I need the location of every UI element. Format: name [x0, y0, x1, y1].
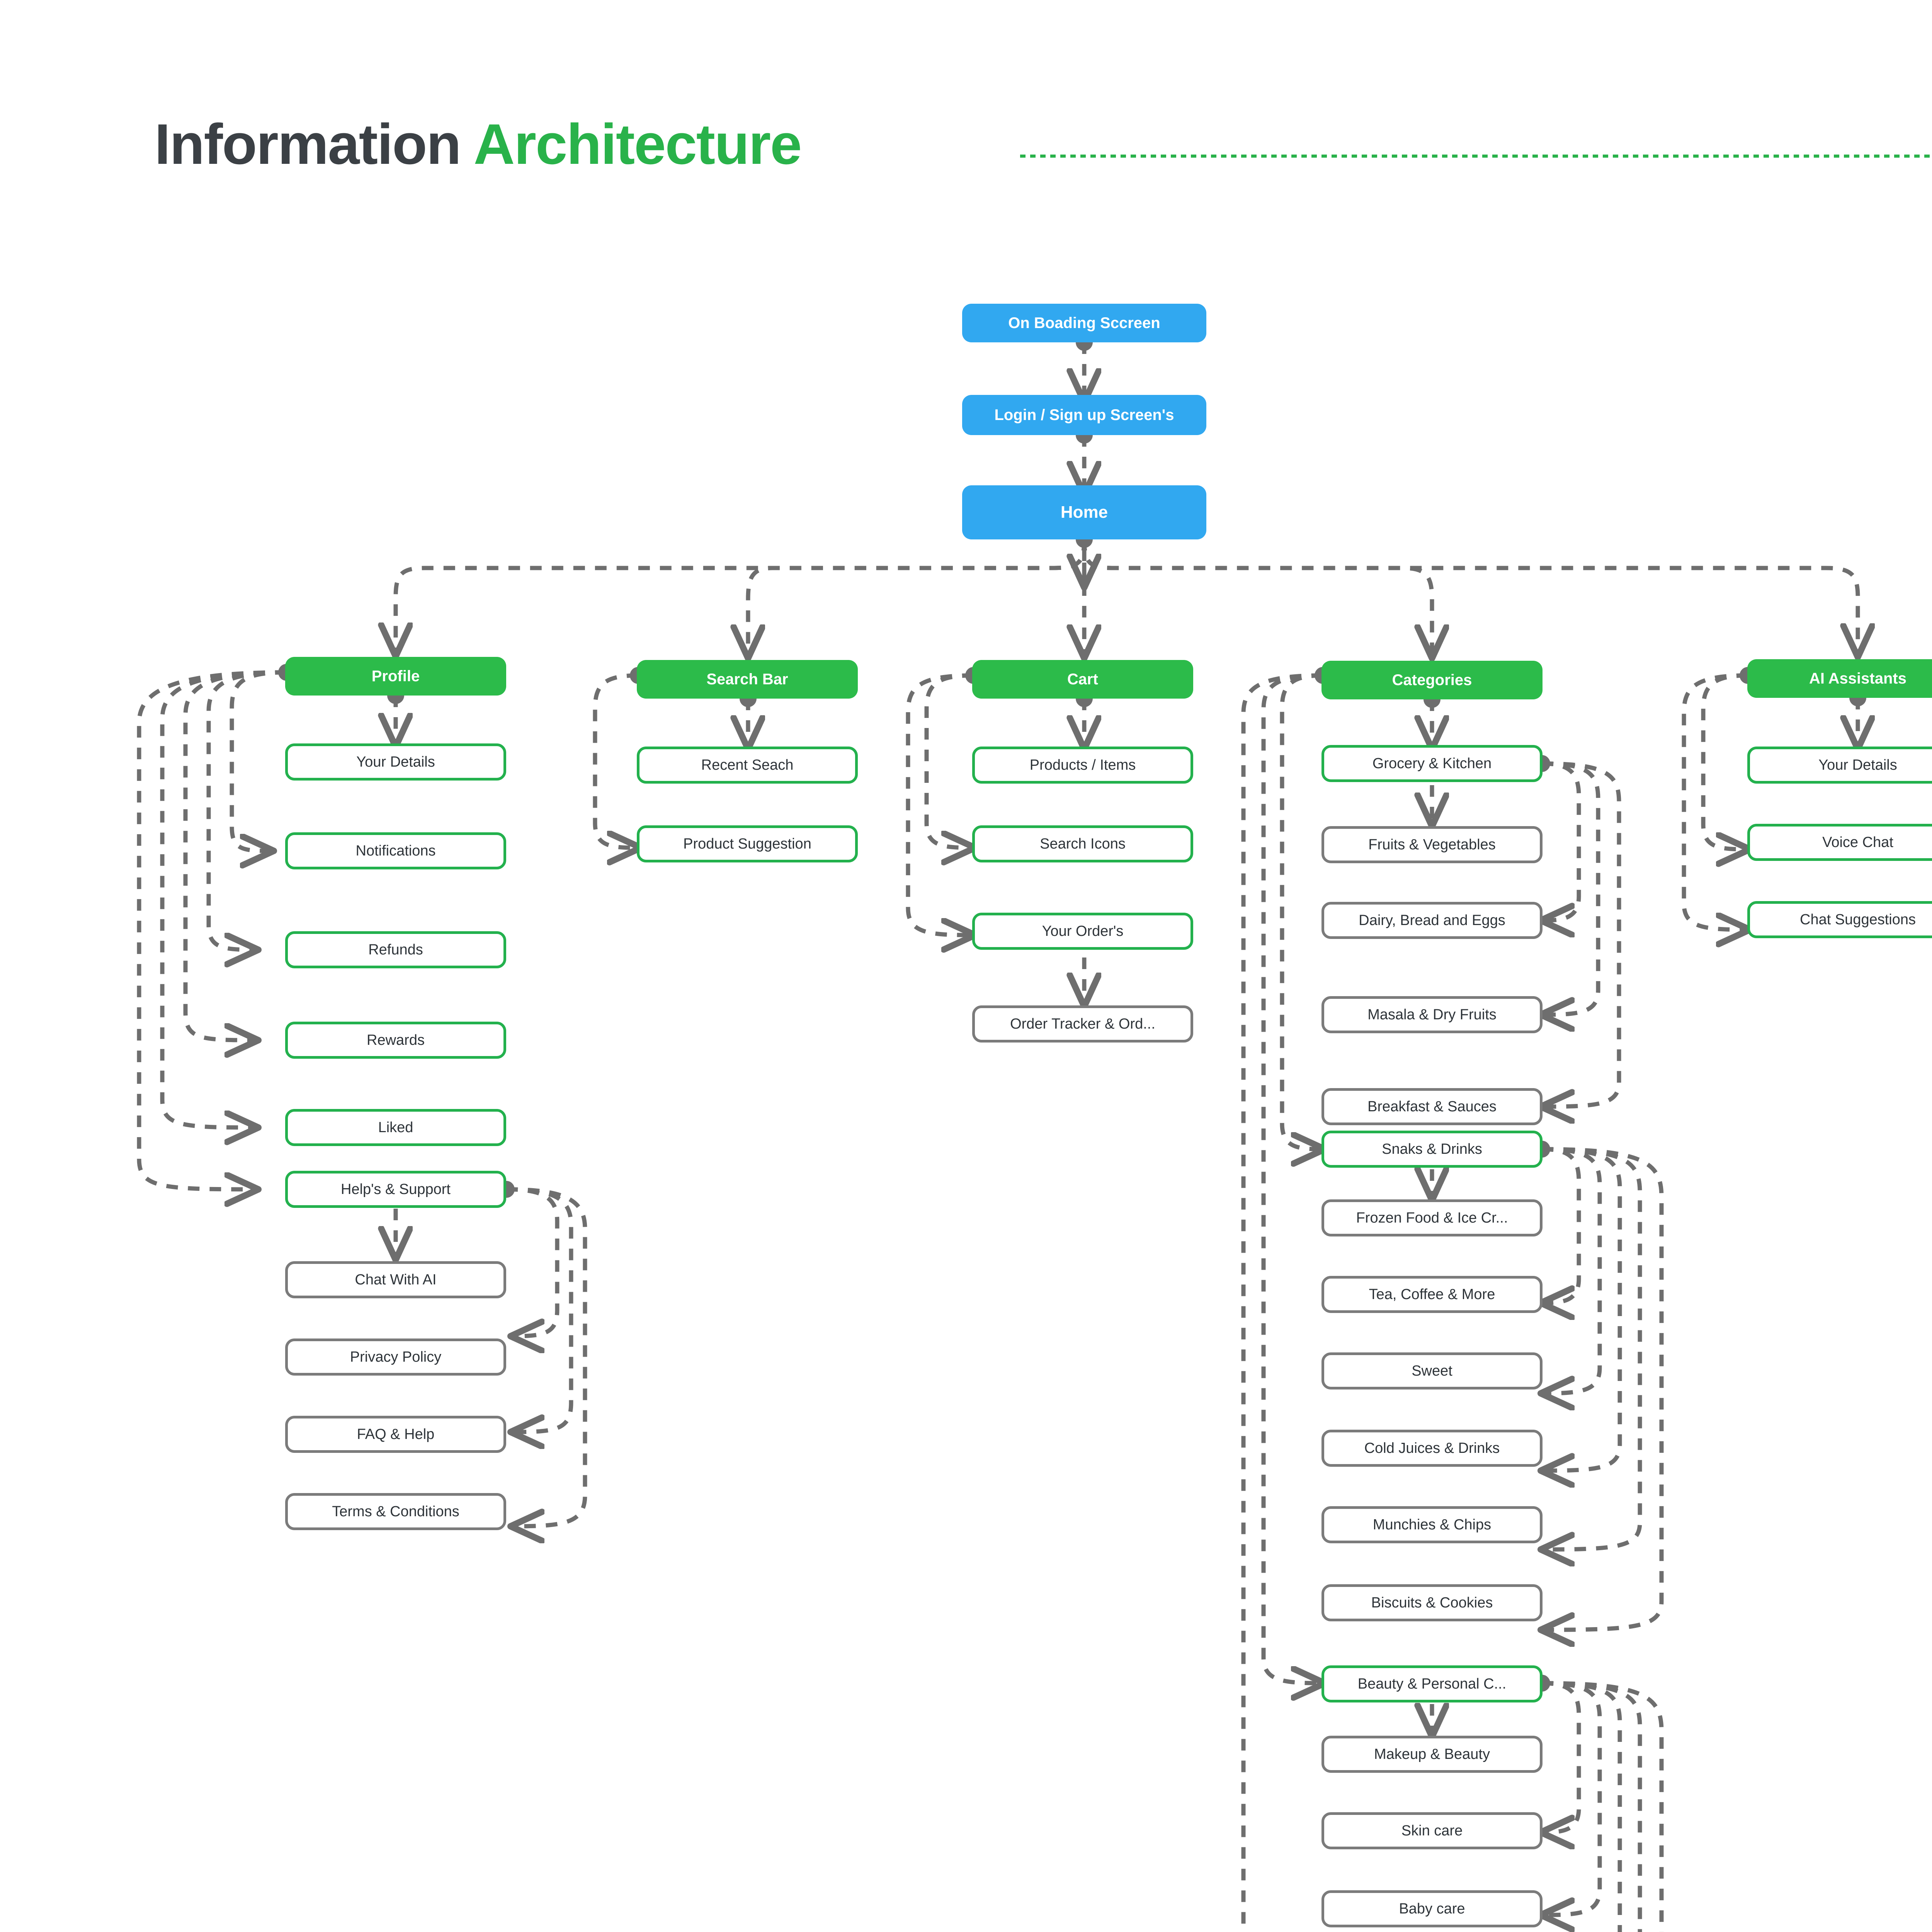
node-label: Help's & Support	[341, 1181, 451, 1197]
node-label: Cart	[1067, 670, 1099, 688]
node-ai-your-details[interactable]: Your Details	[1747, 747, 1932, 784]
node-profile-your-details[interactable]: Your Details	[285, 743, 506, 781]
node-profile-liked[interactable]: Liked	[285, 1109, 506, 1146]
node-makeup-and-beauty[interactable]: Makeup & Beauty	[1321, 1736, 1543, 1773]
node-label: Login / Sign up Screen's	[994, 406, 1174, 423]
node-label: Masala & Dry Fruits	[1367, 1006, 1497, 1023]
node-beauty-and-personal-care[interactable]: Beauty & Personal C...	[1321, 1665, 1543, 1702]
page-title-part2: Architecture	[473, 112, 802, 176]
node-label: FAQ & Help	[357, 1426, 435, 1442]
node-on-boarding-screen[interactable]: On Boading Sccreen	[962, 304, 1206, 342]
node-ai-assistants[interactable]: AI Assistants	[1747, 659, 1932, 698]
node-frozen-food-and-ice-cream[interactable]: Frozen Food & Ice Cr...	[1321, 1199, 1543, 1236]
node-categories[interactable]: Categories	[1321, 661, 1543, 699]
node-label: Product Suggestion	[683, 835, 811, 852]
node-chat-suggestions[interactable]: Chat Suggestions	[1747, 901, 1932, 938]
node-home[interactable]: Home	[962, 485, 1206, 539]
node-label: Liked	[378, 1119, 413, 1136]
page-title-part1: Information	[155, 112, 474, 176]
node-breakfast-and-sauces[interactable]: Breakfast & Sauces	[1321, 1088, 1543, 1125]
node-label: Snaks & Drinks	[1382, 1141, 1482, 1157]
node-biscuits-and-cookies[interactable]: Biscuits & Cookies	[1321, 1584, 1543, 1621]
node-fruits-and-vegetables[interactable]: Fruits & Vegetables	[1321, 826, 1543, 863]
node-label: Beauty & Personal C...	[1357, 1675, 1507, 1692]
node-label: Categories	[1392, 671, 1472, 689]
node-sweet[interactable]: Sweet	[1321, 1352, 1543, 1389]
node-label: Dairy, Bread and Eggs	[1359, 912, 1505, 929]
node-dairy-bread-and-eggs[interactable]: Dairy, Bread and Eggs	[1321, 902, 1543, 939]
node-label: On Boading Sccreen	[1008, 314, 1160, 332]
title-dashed-rule	[1020, 155, 1932, 158]
node-profile-helps-and-support[interactable]: Help's & Support	[285, 1171, 506, 1208]
node-munchies-and-chips[interactable]: Munchies & Chips	[1321, 1506, 1543, 1543]
node-chat-with-ai[interactable]: Chat With AI	[285, 1261, 506, 1298]
node-recent-search[interactable]: Recent Seach	[637, 747, 858, 784]
node-label: Cold Juices & Drinks	[1364, 1440, 1500, 1456]
node-label: Your Details	[1818, 757, 1897, 773]
node-label: Products / Items	[1029, 757, 1136, 773]
node-label: Munchies & Chips	[1372, 1516, 1492, 1533]
node-order-tracker[interactable]: Order Tracker & Ord...	[972, 1005, 1193, 1043]
node-label: Skin care	[1401, 1822, 1463, 1839]
node-label: Sweet	[1412, 1362, 1452, 1379]
node-profile-refunds[interactable]: Refunds	[285, 931, 506, 968]
node-label: Privacy Policy	[350, 1349, 442, 1365]
node-grocery-and-kitchen[interactable]: Grocery & Kitchen	[1321, 745, 1543, 782]
node-label: Your Details	[356, 753, 435, 770]
node-search-icons[interactable]: Search Icons	[972, 825, 1193, 862]
node-label: Frozen Food & Ice Cr...	[1356, 1209, 1508, 1226]
node-cold-juices-and-drinks[interactable]: Cold Juices & Drinks	[1321, 1430, 1543, 1467]
node-search-bar[interactable]: Search Bar	[637, 660, 858, 699]
node-label: Makeup & Beauty	[1374, 1746, 1490, 1762]
node-label: Recent Seach	[701, 757, 794, 773]
node-label: Your Order's	[1042, 923, 1124, 939]
node-label: Order Tracker & Ord...	[1010, 1015, 1155, 1032]
node-faq-and-help[interactable]: FAQ & Help	[285, 1416, 506, 1453]
node-skin-care[interactable]: Skin care	[1321, 1812, 1543, 1849]
node-profile[interactable]: Profile	[285, 657, 506, 696]
node-label: Biscuits & Cookies	[1371, 1594, 1493, 1611]
node-label: Search Bar	[706, 670, 788, 688]
node-label: Breakfast & Sauces	[1367, 1098, 1497, 1115]
node-label: Terms & Conditions	[332, 1503, 459, 1520]
node-masala-and-dry-fruits[interactable]: Masala & Dry Fruits	[1321, 996, 1543, 1033]
node-profile-rewards[interactable]: Rewards	[285, 1022, 506, 1059]
node-terms-and-conditions[interactable]: Terms & Conditions	[285, 1493, 506, 1530]
node-label: Fruits & Vegetables	[1368, 836, 1496, 853]
node-label: Chat Suggestions	[1800, 911, 1916, 928]
page-title: Information Architecture	[155, 116, 802, 173]
node-products-items[interactable]: Products / Items	[972, 747, 1193, 784]
node-label: Tea, Coffee & More	[1369, 1286, 1495, 1303]
node-label: Chat With AI	[355, 1271, 437, 1288]
node-label: Refunds	[368, 941, 423, 958]
node-voice-chat[interactable]: Voice Chat	[1747, 824, 1932, 861]
node-label: Grocery & Kitchen	[1372, 755, 1492, 772]
node-label: Profile	[371, 667, 420, 685]
node-privacy-policy[interactable]: Privacy Policy	[285, 1338, 506, 1376]
node-label: Notifications	[355, 842, 436, 859]
node-your-orders[interactable]: Your Order's	[972, 913, 1193, 950]
node-label: Search Icons	[1040, 835, 1126, 852]
node-login-signup-screens[interactable]: Login / Sign up Screen's	[962, 395, 1206, 435]
node-profile-notifications[interactable]: Notifications	[285, 832, 506, 869]
node-label: Voice Chat	[1822, 834, 1893, 850]
node-label: Baby care	[1399, 1900, 1465, 1917]
node-tea-coffee-and-more[interactable]: Tea, Coffee & More	[1321, 1276, 1543, 1313]
node-baby-care[interactable]: Baby care	[1321, 1890, 1543, 1927]
node-label: AI Assistants	[1809, 670, 1906, 687]
node-label: Home	[1060, 503, 1108, 522]
node-product-suggestion[interactable]: Product Suggestion	[637, 825, 858, 862]
node-cart[interactable]: Cart	[972, 660, 1193, 699]
node-label: Rewards	[367, 1032, 425, 1048]
node-snaks-and-drinks[interactable]: Snaks & Drinks	[1321, 1131, 1543, 1168]
